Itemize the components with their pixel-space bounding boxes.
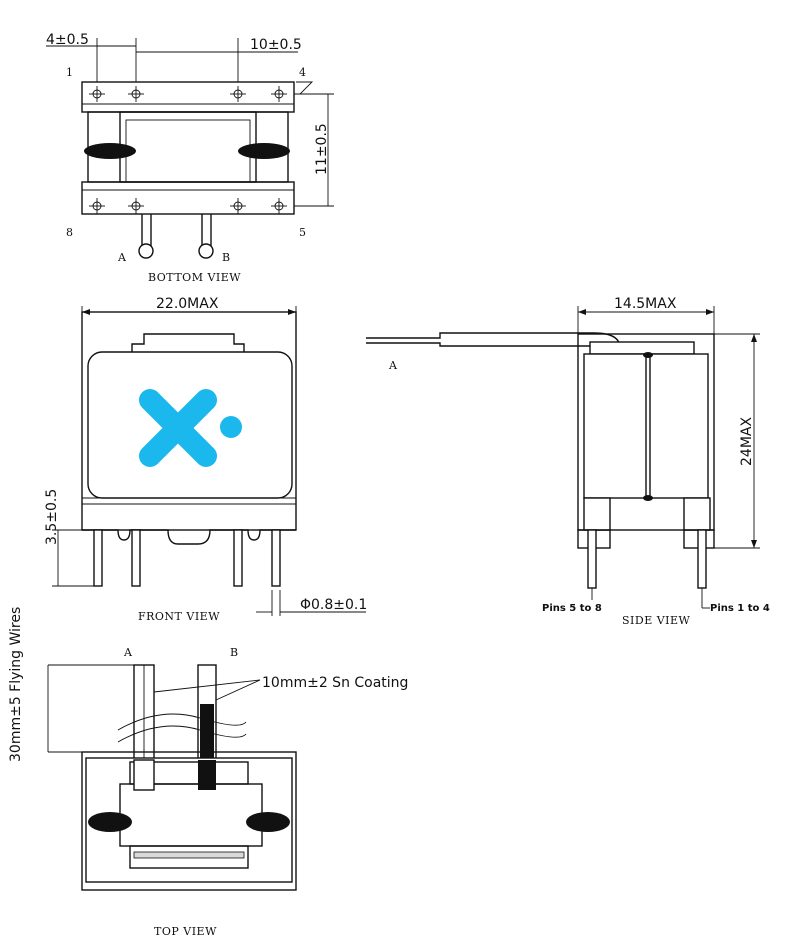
dim-pin-pitch: 10±0.5 — [250, 37, 302, 53]
bottom-wire-b: B — [222, 251, 230, 264]
pin-label-5: 5 — [299, 226, 306, 239]
dim-standoff: 3.5±0.5 — [44, 489, 60, 545]
top-view: A B 30mm±5 Flying Wires 10mm±2 Sn Coatin… — [8, 607, 408, 938]
pins-right-label: Pins 1 to 4 — [710, 603, 770, 614]
top-winding-left — [88, 812, 132, 832]
dim-row-spacing: 11±0.5 — [314, 123, 330, 175]
top-wire-a: A — [123, 646, 133, 659]
dim-side-depth: 14.5MAX — [614, 296, 677, 312]
pin-label-8: 8 — [66, 226, 73, 239]
wire-length-note: 30mm±5 Flying Wires — [8, 607, 24, 762]
pin-label-4: 4 — [299, 66, 306, 79]
dim-pin-diameter: Φ0.8±0.1 — [300, 597, 367, 613]
top-view-title: TOP VIEW — [154, 925, 217, 938]
bottom-view: 4±0.5 10±0.5 1 4 8 5 — [46, 32, 334, 284]
winding-right — [238, 143, 290, 159]
dim-pin-edge: 4±0.5 — [46, 32, 89, 48]
front-view: 22.0MAX 3.5±0.5 Φ0.8±0.1 FRONT — [44, 296, 367, 623]
coating-note: 10mm±2 Sn Coating — [262, 675, 408, 691]
x-logo — [139, 389, 242, 467]
pin-label-1: 1 — [66, 66, 73, 79]
bottom-view-title: BOTTOM VIEW — [148, 271, 241, 284]
dim-front-width: 22.0MAX — [156, 296, 219, 312]
top-winding-right — [246, 812, 290, 832]
side-view: 14.5MAX A 24MAX Pins 5 to 8 Pins 1 to 4 — [366, 296, 770, 627]
pins-left-label: Pins 5 to 8 — [542, 603, 602, 614]
top-wire-b: B — [230, 646, 238, 659]
bottom-wire-a: A — [117, 251, 127, 264]
side-wire-a: A — [388, 359, 398, 372]
front-view-title: FRONT VIEW — [138, 610, 220, 623]
winding-left — [84, 143, 136, 159]
dim-side-height: 24MAX — [739, 417, 755, 466]
side-view-title: SIDE VIEW — [622, 614, 691, 627]
